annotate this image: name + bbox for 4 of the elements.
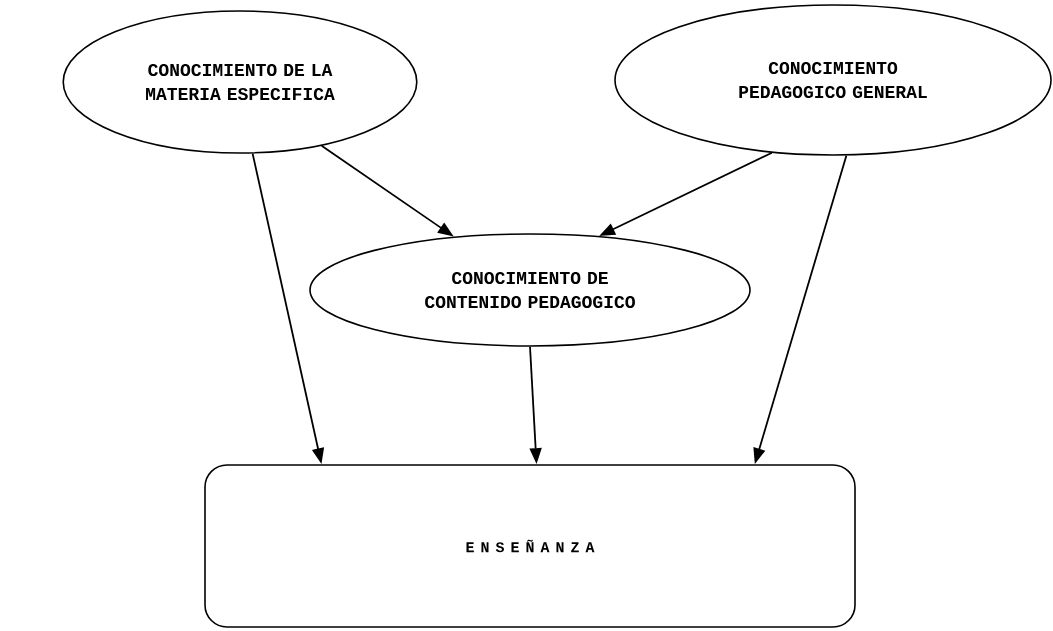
ellipse-node: CONOCIMIENTO PEDAGOGICO GENERAL [614, 4, 1052, 156]
ellipse-node: CONOCIMIENTO DE LA MATERIA ESPECIFICA [62, 10, 418, 154]
rounded-box: E N S E Ñ A N Z A [204, 464, 856, 628]
ellipse-node: CONOCIMIENTO DE CONTENIDO PEDAGOGICO [309, 233, 751, 347]
